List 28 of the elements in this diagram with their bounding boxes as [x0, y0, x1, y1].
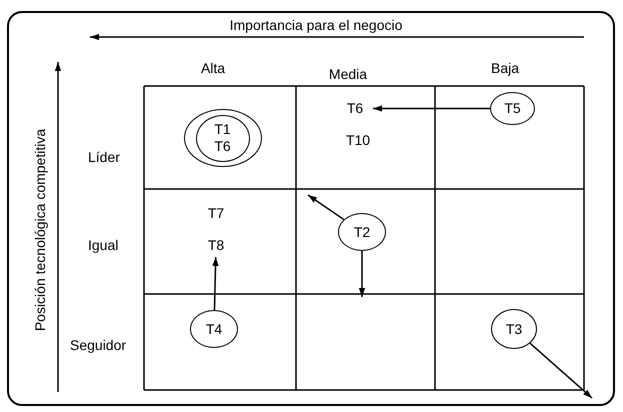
ellipse-node: [490, 92, 535, 125]
arrow: [212, 256, 219, 310]
node-text: T1: [214, 121, 231, 138]
node-text: T3: [506, 320, 522, 338]
axis-label: Posición tecnológica competitiva: [32, 128, 48, 332]
node-text: T4: [206, 320, 222, 338]
row-heading: Igual: [88, 237, 118, 253]
cell-text: T6: [339, 99, 371, 118]
ellipse-node: [491, 309, 537, 349]
row-heading: Seguidor: [70, 337, 126, 353]
column-heading: Media: [328, 66, 368, 82]
arrow: [308, 194, 344, 220]
column-heading: Alta: [200, 60, 226, 76]
cell-text: T7: [200, 204, 232, 223]
cell-text: T10: [341, 131, 375, 150]
axis-label: Importancia para el negocio: [230, 17, 402, 33]
ellipse-node: [190, 310, 238, 348]
row-heading: Líder: [88, 149, 120, 165]
column-heading: Baja: [490, 60, 520, 76]
ellipse-node: [196, 114, 250, 162]
arrow: [530, 342, 592, 399]
arrow: [358, 251, 366, 297]
node-text: T2: [354, 224, 370, 240]
cell-text: T8: [200, 236, 232, 255]
node-text: T6: [214, 138, 231, 155]
node-text: T5: [504, 100, 521, 117]
arrow: [373, 105, 490, 112]
ellipse-node: [338, 213, 386, 251]
